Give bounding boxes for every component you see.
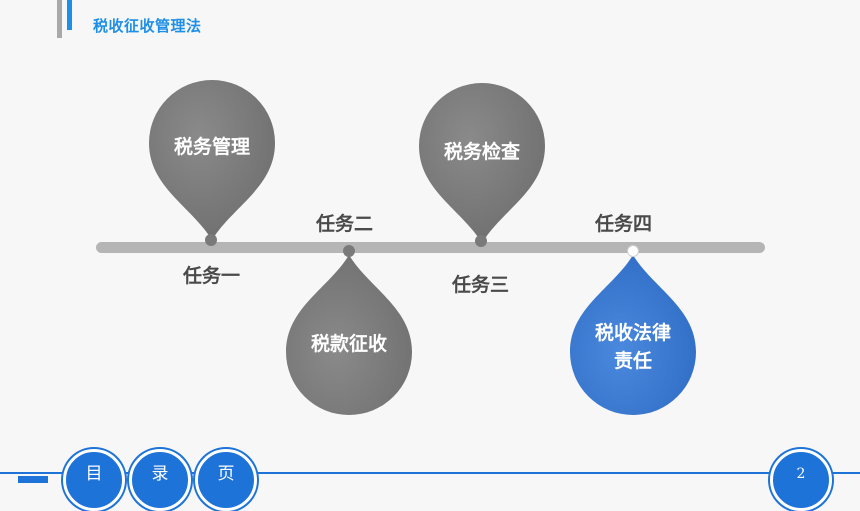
pin-tax-inspection[interactable]: 税务检查	[417, 80, 547, 245]
timeline-dot-2	[343, 245, 355, 257]
pin-label: 税款征收	[310, 333, 387, 355]
task-label-2: 任务二	[316, 213, 374, 235]
footer-line	[0, 472, 860, 474]
timeline-dot-1	[205, 234, 217, 246]
header-accent-gray	[57, 0, 62, 38]
page-title: 税收征收管理法	[93, 17, 202, 35]
timeline-dot-3	[475, 235, 487, 247]
pin-label: 税务管理	[173, 136, 250, 158]
pin-tax-collection[interactable]: 税款征收	[284, 253, 414, 418]
nav-button-mu[interactable]: 目	[63, 449, 125, 511]
pin-tax-legal-liability[interactable]: 税收法律 责任	[568, 253, 698, 418]
page-number-badge: 2	[770, 449, 832, 511]
pin-label: 税务检查	[443, 141, 520, 163]
timeline-bar	[96, 242, 765, 253]
header-accent-blue	[67, 0, 72, 30]
footer-left-accent	[18, 476, 48, 483]
task-label-1: 任务一	[183, 265, 241, 287]
pin-label-line2: 责任	[613, 350, 652, 372]
nav-button-ye[interactable]: 页	[195, 449, 257, 511]
task-label-3: 任务三	[452, 274, 510, 296]
task-label-4: 任务四	[595, 213, 653, 235]
pin-label-line1: 税收法律	[594, 322, 671, 344]
timeline-dot-4	[627, 245, 639, 257]
pin-tax-management[interactable]: 税务管理	[147, 77, 277, 242]
nav-button-lu[interactable]: 录	[129, 449, 191, 511]
